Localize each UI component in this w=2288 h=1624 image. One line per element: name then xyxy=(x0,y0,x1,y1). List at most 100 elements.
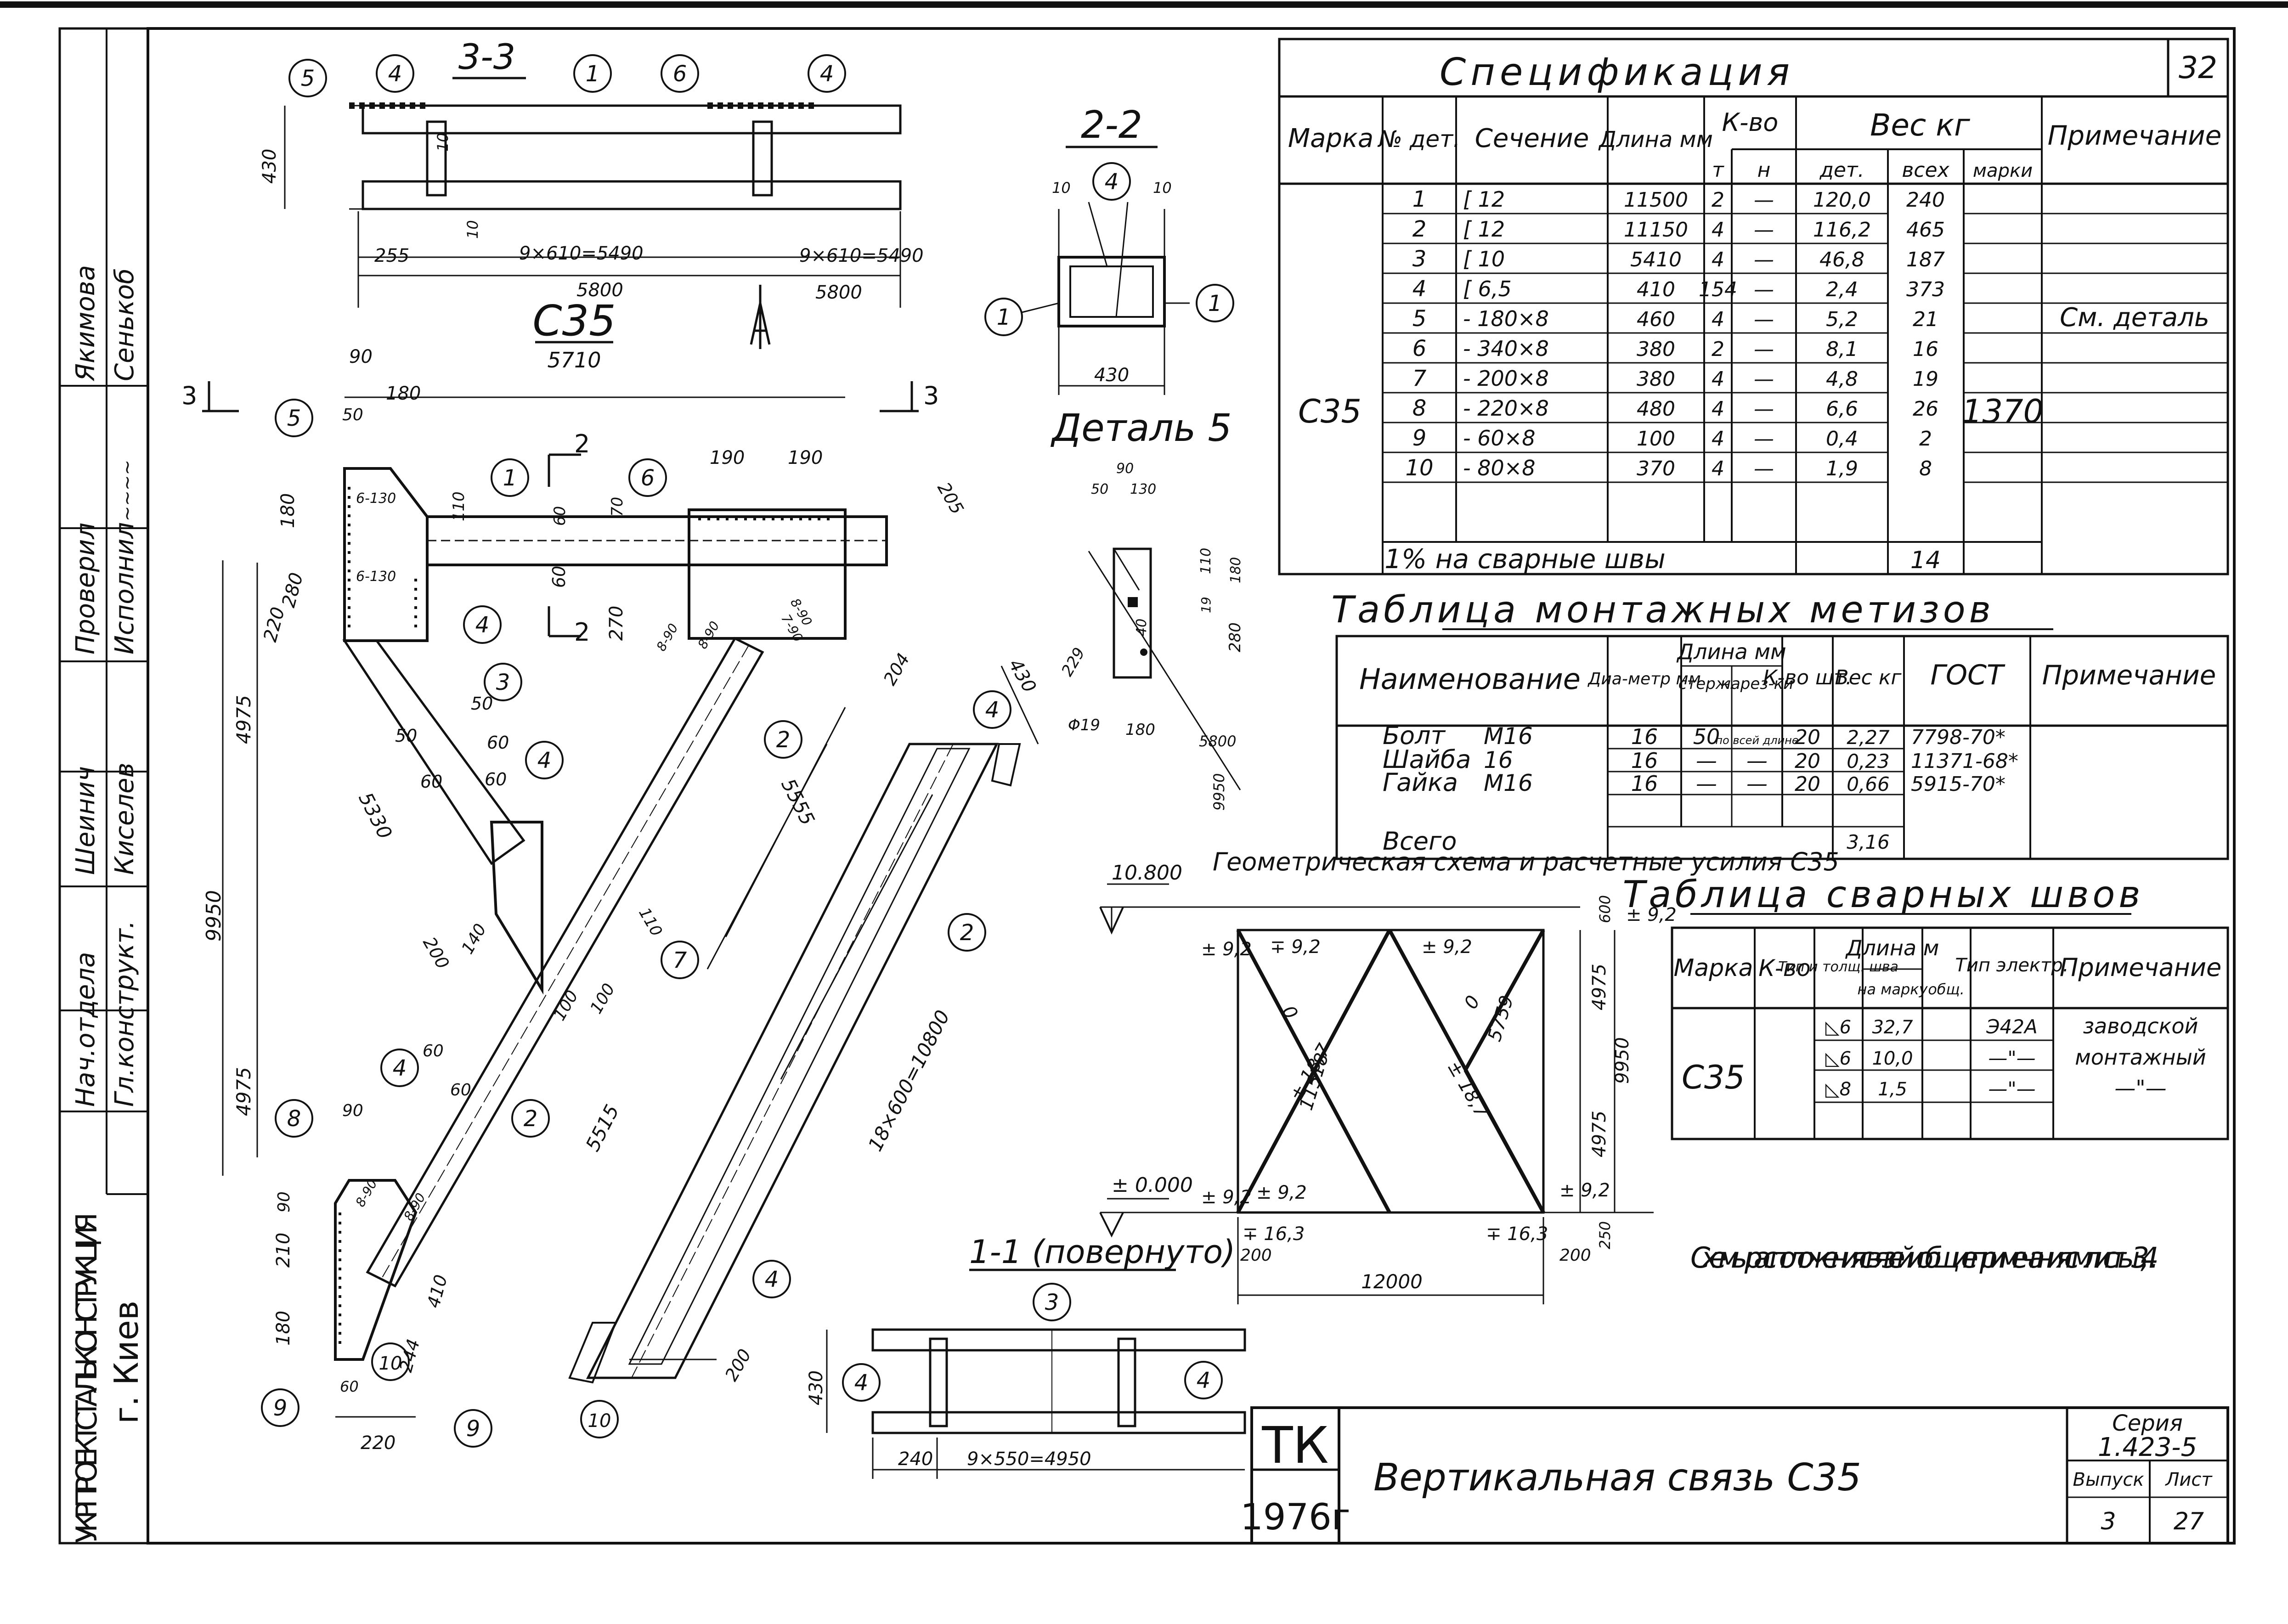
stamp-role-1: Нач.отдела xyxy=(71,952,101,1107)
fast-h-dia: Диа-метр мм xyxy=(1587,670,1700,688)
welds-h-electrode: Тип электр. xyxy=(1955,955,2069,976)
spec-row-length: 5410 xyxy=(1630,248,1682,271)
main-dim-44: 180 xyxy=(273,1311,294,1346)
stamp-role-6: Исполнил xyxy=(110,522,140,654)
spec-row-no: 4 xyxy=(1412,276,1427,302)
callout-number: 4 xyxy=(765,1267,779,1292)
spec-row-no: 6 xyxy=(1412,336,1427,361)
weld-row-note: —"— xyxy=(2114,1076,2166,1100)
view-1-1: 1-1 (повернуто) 430 240 9×550=4950 xyxy=(806,1233,1246,1479)
spec-row-t: 4 xyxy=(1712,427,1724,451)
main-dim-34: 110 xyxy=(635,905,666,940)
s11-dim-0: 430 xyxy=(806,1370,827,1405)
spec-row-length: 380 xyxy=(1637,367,1675,391)
main-dim-32: 200 xyxy=(419,934,453,973)
callout-number: 9 xyxy=(466,1416,480,1442)
spec-row-w-det: 5,2 xyxy=(1826,308,1858,331)
spec-h-note: Примечание xyxy=(2048,120,2222,151)
fast-row-weight: 0,66 xyxy=(1847,773,1890,795)
fast-row-thread: — xyxy=(1746,748,1768,773)
fast-row-gost: 7798-70* xyxy=(1911,726,2006,749)
main-dim-22: 50 xyxy=(471,694,493,714)
spec-row-no: 7 xyxy=(1412,366,1427,391)
spec-row-n: — xyxy=(1754,248,1774,271)
spec-row-length: 410 xyxy=(1637,278,1675,301)
main-dim-15: 220 xyxy=(260,605,289,644)
detail-5-label: Деталь 5 xyxy=(1051,406,1232,450)
view-1-1-label: 1-1 (повернуто) xyxy=(969,1233,1235,1271)
callout-2: 2 xyxy=(948,913,986,952)
callout-number: 7 xyxy=(673,947,687,973)
main-dim-23: 50 xyxy=(395,726,417,746)
section-mark-3-right: 3 xyxy=(923,381,939,410)
callout-4: 4 xyxy=(376,54,414,93)
spec-row-w-all: 465 xyxy=(1906,218,1945,242)
fast-row-rod: 50 xyxy=(1693,724,1720,749)
main-dim-21: 204 xyxy=(880,650,914,689)
weld-row-electrode: Э42А xyxy=(1986,1015,2038,1038)
weld-row-note: заводской xyxy=(2083,1014,2198,1038)
sheet-title: Вертикальная связь С35 xyxy=(1373,1456,1861,1500)
main-dim-8: 70 xyxy=(608,497,627,517)
spec-row-length: 370 xyxy=(1637,457,1675,480)
callout-number: 5 xyxy=(301,66,315,91)
stamp-role-2: Гл.конструкт. xyxy=(110,920,140,1107)
sheet-frame xyxy=(0,1,2288,1545)
main-dim-16: 8-90 xyxy=(653,621,681,654)
spec-row-section: - 60×8 xyxy=(1463,426,1536,451)
fast-row-weight: 2,27 xyxy=(1847,726,1890,749)
spec-row-length: 480 xyxy=(1637,397,1675,421)
spec-row-w-all: 2 xyxy=(1919,427,1932,451)
main-dim-29: 4975 xyxy=(232,1067,255,1116)
callout-number: 4 xyxy=(820,61,834,87)
spec-row-w-all: 373 xyxy=(1906,278,1945,301)
fast-h-thread: нарез-ки xyxy=(1721,675,1794,693)
main-dim-1: 180 xyxy=(386,383,421,404)
spec-row-w-all: 21 xyxy=(1913,308,1938,331)
fast-row-thread: по всей длине xyxy=(1715,734,1798,747)
callout-number: 6 xyxy=(673,61,687,87)
geom-force-10: ± 9,2 xyxy=(1559,1180,1610,1201)
callout-7: 7 xyxy=(661,941,699,979)
title-block: ТК 1976г Вертикальная связь С35 Серия 1.… xyxy=(1240,1406,2229,1545)
s11-dim-1: 240 xyxy=(898,1449,933,1470)
callout-3: 3 xyxy=(1033,1283,1071,1321)
callout-1: 1 xyxy=(1196,284,1234,322)
spec-row-n: — xyxy=(1754,457,1774,480)
geom-force-13: ∓ 16,3 xyxy=(1486,1224,1548,1245)
spec-row-section: - 340×8 xyxy=(1463,336,1549,361)
welds-h-mark: Марка xyxy=(1673,954,1753,982)
spec-row-n: — xyxy=(1754,367,1774,391)
callout-number: 4 xyxy=(393,1055,407,1081)
callout-2: 2 xyxy=(764,720,802,759)
spec-row-no: 10 xyxy=(1405,455,1433,481)
main-dim-39: 60 xyxy=(450,1081,471,1100)
main-dim-6: 110 xyxy=(450,491,468,521)
spec-row-section: - 200×8 xyxy=(1463,366,1549,391)
main-dim-10: 190 xyxy=(788,447,823,468)
spec-row-no: 1 xyxy=(1412,186,1427,212)
callout-1: 1 xyxy=(573,54,612,93)
main-dim-37: 5515 xyxy=(581,1101,623,1155)
spec-row-t: 4 xyxy=(1712,367,1724,391)
geom-force-3: ± 9,2 xyxy=(1422,936,1472,958)
spec-row-n: — xyxy=(1754,427,1774,451)
spec-row-w-all: 19 xyxy=(1913,367,1938,391)
fast-h-rod: стерж. xyxy=(1678,675,1734,693)
main-dim-24: 60 xyxy=(487,733,509,753)
callout-number: 2 xyxy=(524,1106,538,1132)
fast-total-weight: 3,16 xyxy=(1847,831,1890,853)
main-dim-25: 60 xyxy=(420,772,442,792)
callout-4: 4 xyxy=(1092,162,1131,201)
geom-force-1: ± 9,2 xyxy=(1201,939,1252,960)
section-mark-2-bottom: 2 xyxy=(574,618,590,647)
spec-row-length: 11500 xyxy=(1624,188,1688,212)
callout-number: 4 xyxy=(1197,1368,1211,1393)
callout-1: 1 xyxy=(491,458,529,497)
spec-h-det: дет. xyxy=(1819,158,1864,182)
s33-dim-5: 9×610=5490 xyxy=(799,245,924,266)
welds-h-qty: К-во xyxy=(1758,955,1811,981)
weld-row-type: ◺6 xyxy=(1825,1017,1851,1038)
